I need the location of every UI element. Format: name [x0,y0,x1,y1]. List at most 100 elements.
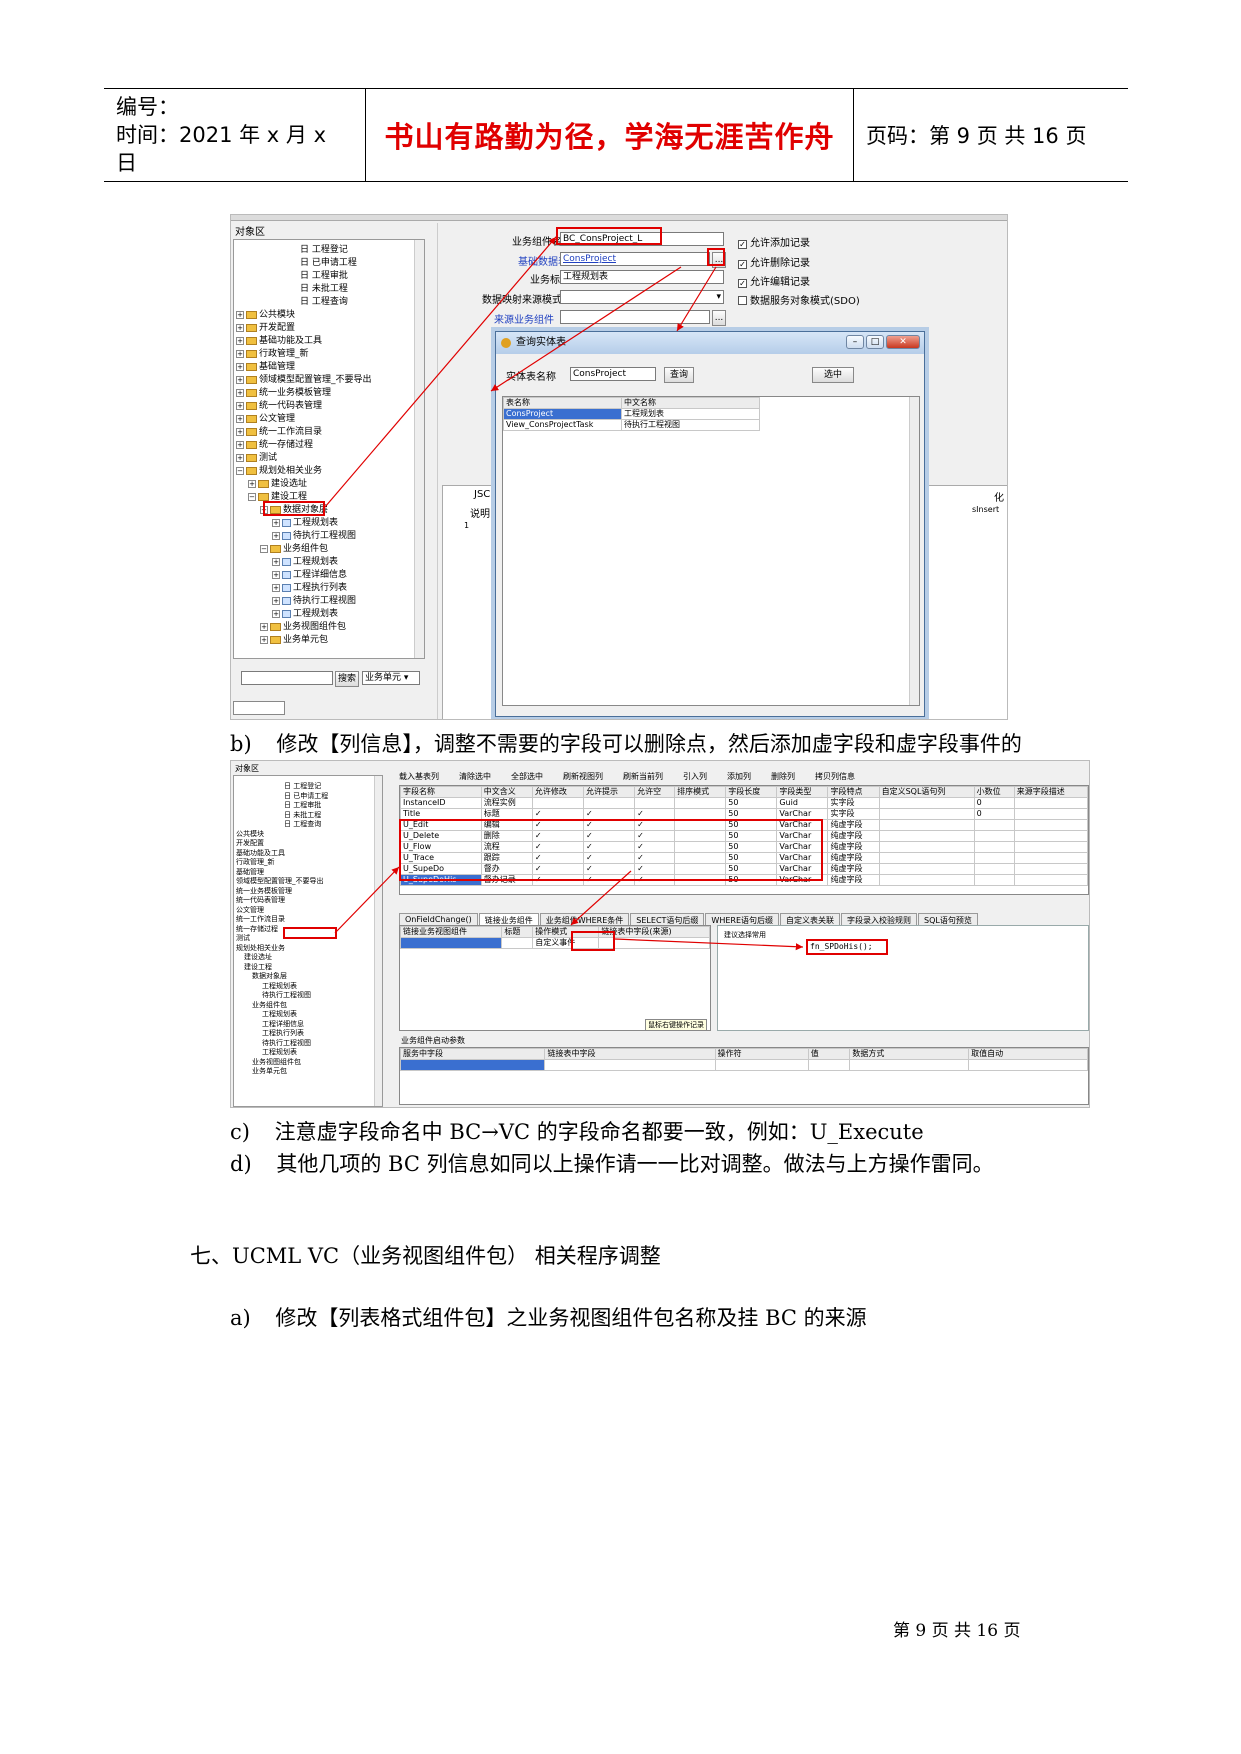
column-header[interactable]: 排序模式 [674,786,727,798]
tree-node[interactable]: +工程规划表 [272,608,338,620]
table-cell[interactable]: 50 [725,808,778,820]
table-cell[interactable] [400,1059,546,1071]
object-tree[interactable]: 日 工程登记日 已申请工程日 工程审批日 未批工程日 工程查询+公共模块+开发配… [233,239,425,659]
tree-node[interactable]: 日 工程审批 [284,801,321,810]
tree-node[interactable]: 测试 [236,934,250,943]
table-cell[interactable] [973,863,1015,875]
expand-toggle-icon[interactable]: + [236,336,244,345]
column-header[interactable]: 操作符 [714,1048,809,1060]
table-cell[interactable]: VarChar [776,808,829,820]
table-row[interactable]: 自定义事件 [400,937,710,949]
tree-node[interactable]: −业务组件包 [260,543,328,555]
expand-toggle-icon[interactable]: − [236,466,244,475]
table-cell[interactable] [531,797,584,809]
tree-node[interactable]: 数据对象层 [252,972,287,981]
table-cell[interactable]: ✓ [582,808,636,820]
tree-node[interactable]: 统一存储过程 [236,925,278,934]
tree-node[interactable]: −规划处相关业务 [236,465,322,477]
allow-delete-checkbox[interactable]: ✓允许删除记录 [738,258,810,269]
table-cell[interactable] [878,797,975,809]
table-cell[interactable] [878,841,975,853]
tree-node[interactable]: +公文管理 [236,413,295,425]
table-cell[interactable]: 纯虚字段 [827,830,880,842]
tree-node[interactable]: +业务视图组件包 [260,621,346,633]
expand-toggle-icon[interactable]: + [236,375,244,384]
base-table-input[interactable]: ConsProject [560,252,710,266]
table-cell[interactable] [544,1059,716,1071]
column-header[interactable]: 字段特点 [827,786,880,798]
table-cell[interactable] [878,808,975,820]
expand-toggle-icon[interactable]: + [236,310,244,319]
tab[interactable]: WHERE语句后缀 [705,913,780,927]
table-cell[interactable] [1013,797,1088,809]
expand-toggle-icon[interactable]: + [236,388,244,397]
link-bc-grid[interactable]: 链接业务视图组件 标题 操作模式 链接表中字段(来源) 自定义事件 [399,925,711,1031]
tree-node[interactable]: 公共模块 [236,830,264,839]
table-row[interactable]: ConsProject 工程规划表 [503,408,919,420]
expand-toggle-icon[interactable]: + [272,531,280,540]
tree-node[interactable]: 工程执行列表 [262,1029,304,1038]
script-panel[interactable]: 建议选择常用 [717,925,1089,1031]
source-bc-input[interactable] [560,310,710,324]
expand-toggle-icon[interactable]: + [236,362,244,371]
select-button[interactable]: 选中 [812,367,854,383]
tree-node[interactable]: 日 工程登记 [300,244,348,256]
tree-node[interactable]: 统一工作流目录 [236,915,285,924]
tree-node[interactable]: 日 工程查询 [300,296,348,308]
tree-node[interactable]: +工程规划表 [272,556,338,568]
tree-node[interactable]: +工程规划表 [272,517,338,529]
tree-node[interactable]: 工程规划表 [262,1048,297,1057]
tree-node[interactable]: 开发配置 [236,839,264,848]
table-cell[interactable]: InstanceID [400,797,482,809]
expand-toggle-icon[interactable]: + [236,323,244,332]
tree-node[interactable]: 领域模型配置管理_不要导出 [236,877,324,886]
table-row[interactable]: View_ConsProjectTask 待执行工程视图 [503,419,919,431]
column-header[interactable]: 来源字段描述 [1013,786,1088,798]
column-header[interactable]: 自定义SQL语句列 [878,786,975,798]
expand-toggle-icon[interactable]: + [236,401,244,410]
table-cell[interactable] [674,797,727,809]
table-cell[interactable] [807,1059,851,1071]
tree-node[interactable]: 日 未批工程 [284,811,321,820]
table-cell[interactable] [968,1059,1088,1071]
table-cell[interactable]: 流程实例 [480,797,533,809]
table-cell[interactable] [634,797,676,809]
allow-add-checkbox[interactable]: ✓允许添加记录 [738,238,810,249]
table-cell[interactable] [878,874,975,886]
tree-node[interactable]: +业务单元包 [260,634,328,646]
tree-node[interactable]: 规划处相关业务 [236,944,285,953]
tree-node[interactable]: 业务单元包 [252,1067,287,1076]
tree-node[interactable]: +开发配置 [236,322,295,334]
tree-node[interactable]: +待执行工程视图 [272,530,356,542]
tree-search-input[interactable] [241,671,333,685]
tree-node[interactable]: +工程详细信息 [272,569,347,581]
expand-toggle-icon[interactable]: − [248,492,256,501]
table-cell[interactable]: 实字段 [827,797,880,809]
table-cell[interactable]: 纯虚字段 [827,852,880,864]
tree-node[interactable]: 建设工程 [244,963,272,972]
tree-node[interactable]: +统一代码表管理 [236,400,322,412]
tree-node[interactable]: 日 已申请工程 [284,792,328,801]
toolbar-button[interactable]: 添加列 [727,772,751,781]
table-cell[interactable]: 纯虚字段 [827,863,880,875]
table-cell[interactable] [1013,819,1088,831]
table-cell[interactable] [1013,841,1088,853]
column-header[interactable]: 中文含义 [480,786,533,798]
expand-toggle-icon[interactable]: + [272,609,280,618]
column-header[interactable]: 字段类型 [776,786,829,798]
expand-toggle-icon[interactable]: + [260,622,268,631]
tree-node[interactable]: −建设工程 [248,491,307,503]
table-cell[interactable]: 纯虚字段 [827,819,880,831]
maximize-icon[interactable]: □ [866,335,884,349]
tree-node[interactable]: 业务视图组件包 [252,1058,301,1067]
tree-node[interactable]: +测试 [236,452,277,464]
table-cell[interactable] [1013,863,1088,875]
column-header[interactable]: 允许提示 [582,786,636,798]
table-cell[interactable] [973,874,1015,886]
tree-node[interactable]: 工程规划表 [262,982,297,991]
query-button[interactable]: 查询 [664,367,694,383]
expand-toggle-icon[interactable]: + [260,635,268,644]
table-cell[interactable] [849,1059,970,1071]
